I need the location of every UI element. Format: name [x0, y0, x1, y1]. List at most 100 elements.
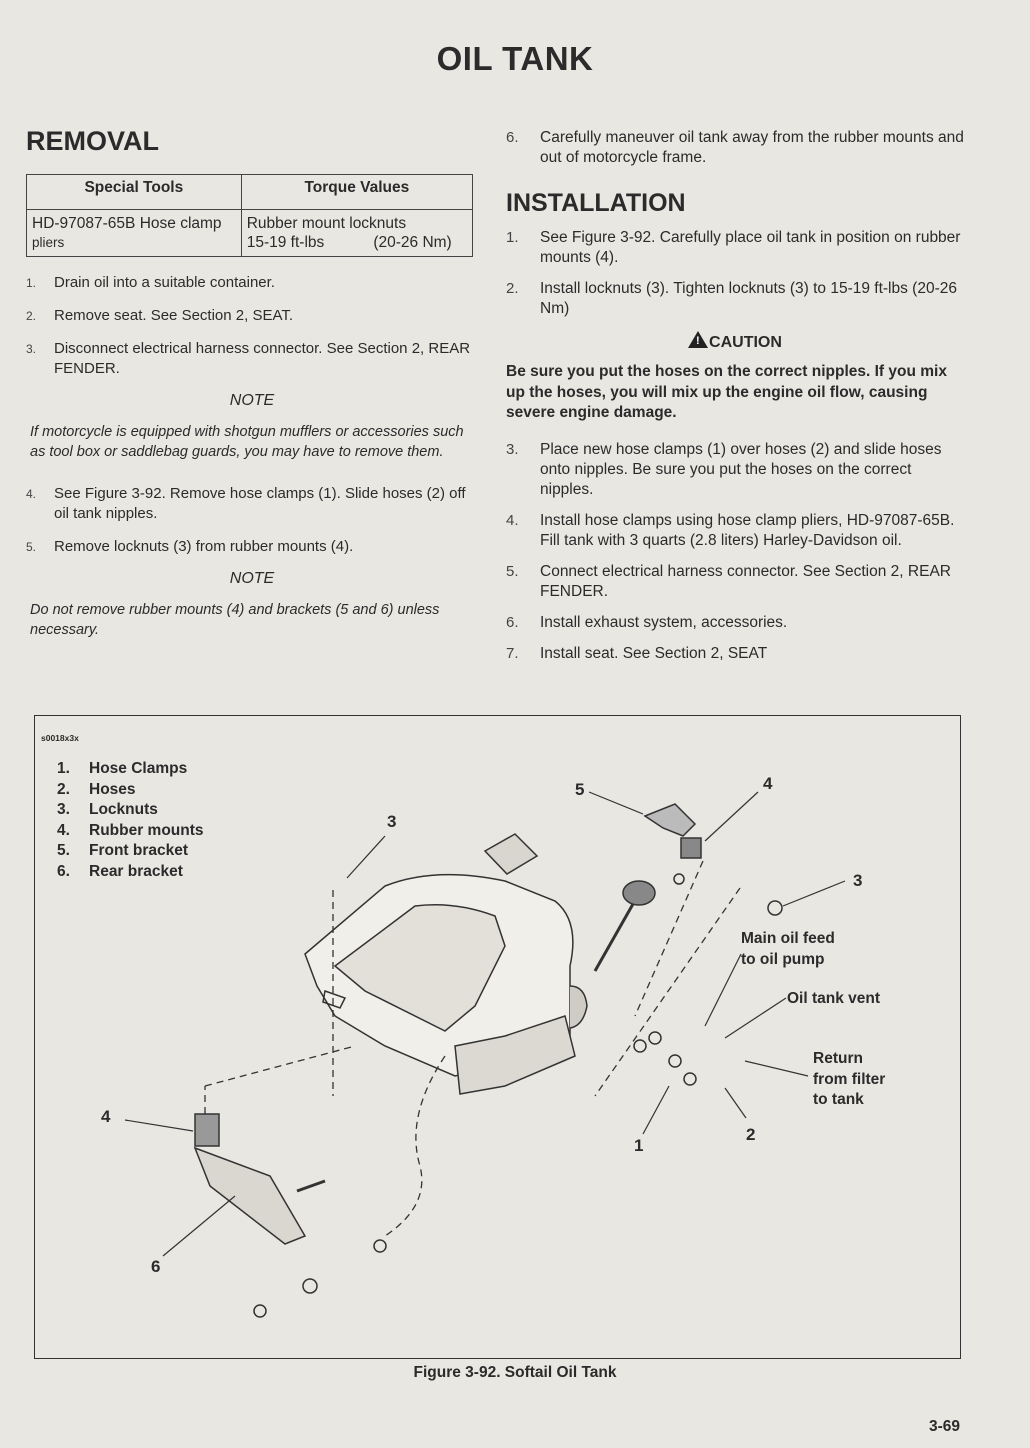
main-oil-feed-line-1: Main oil feed: [741, 930, 835, 947]
legend-item: 5.Front bracket: [57, 842, 204, 863]
installation-steps-b: 3. Place new hose clamps (1) over hoses (…: [506, 440, 964, 664]
note-text: If motorcycle is equipped with shotgun m…: [30, 424, 464, 460]
note-text: Do not remove rubber mounts (4) and brac…: [30, 602, 440, 638]
return-line-3: to tank: [813, 1091, 864, 1108]
step-text: See Figure 3-92. Carefully place oil tan…: [540, 229, 961, 266]
callout-1: 1: [634, 1136, 644, 1155]
legend-number: 5.: [57, 842, 70, 859]
list-item: 3. Disconnect electrical harness connecto…: [26, 339, 478, 379]
legend-item: 4. Rubber mounts: [57, 822, 204, 843]
oil-tank-hose-nipple: [569, 985, 588, 1029]
oil-tank-vent-label: Oil tank vent: [787, 990, 881, 1007]
removal-steps-b: 4. See Figure 3-92. Remove hose clamps (1…: [26, 484, 478, 557]
list-item: 2.Install locknuts (3). Tighten locknuts…: [506, 279, 964, 319]
step-number: 2.: [506, 280, 519, 297]
list-item: 5. Connect electrical harness connector. …: [506, 562, 964, 602]
list-item: 4. See Figure 3-92. Remove hose clamps (1…: [26, 484, 478, 524]
caution-label: CAUTION: [709, 334, 782, 351]
legend-number: 4.: [57, 821, 70, 839]
step-number: 7.: [506, 644, 519, 662]
callout-4-left: 4: [101, 1107, 111, 1126]
legend-label: Rubber mounts: [89, 821, 204, 839]
removal-section: REMOVAL Special Tools Torque Values HD-9…: [26, 120, 478, 662]
callout-6: 6: [151, 1257, 161, 1276]
note-heading: NOTE: [229, 570, 275, 587]
step-number: 2.: [26, 309, 37, 323]
legend-label: Rear bracket: [89, 862, 183, 880]
step-number: 6.: [506, 129, 519, 146]
removal-steps-a: 1.Drain oil into a suitable container. 2…: [26, 273, 478, 379]
step-number: 4.: [506, 511, 519, 529]
dipstick-cap: [622, 880, 656, 906]
table-header-tools: Special Tools: [26, 174, 242, 210]
removal-heading: REMOVAL: [26, 126, 159, 156]
torque-line-1: Rubber mount locknuts: [246, 215, 407, 232]
legend-item: 6. Rear bracket: [57, 863, 204, 884]
torque-values-row: 15-19 ft-lbs (20-26 Nm): [247, 233, 452, 252]
front-bracket: [643, 803, 697, 837]
callout-2: 2: [746, 1125, 756, 1144]
figure-caption: Figure 3-92. Softail Oil Tank: [413, 1364, 617, 1381]
oil-tank-illustration: [124, 791, 846, 1318]
legend-number: 2.: [57, 780, 70, 798]
list-item: 6.Carefully maneuver oil tank away from …: [506, 128, 964, 168]
legend-item: 2. Hoses: [57, 781, 204, 802]
step-number: 3.: [506, 440, 519, 458]
callout-3-left: 3: [387, 812, 397, 831]
step-text: Install exhaust system, accessories.: [540, 613, 788, 631]
oil-tank-front-panel: [454, 1015, 576, 1095]
legend-number: 6.: [57, 862, 70, 880]
step-text: Install seat. See Section 2, SEAT: [540, 644, 768, 662]
dipstick-rod: [593, 903, 635, 972]
hose-clamps: [253, 1031, 697, 1318]
step-text: Install hose clamps using hose clamp pli…: [540, 511, 955, 549]
torque-nm: (20-26 Nm): [373, 234, 452, 251]
legend-label: Locknuts: [89, 801, 158, 818]
step-number: 5.: [506, 562, 519, 580]
rubber-mount-top: [680, 837, 702, 859]
list-item: 1. See Figure 3-92. Carefully place oil t…: [506, 228, 964, 268]
legend-label: Hose Clamps: [89, 760, 188, 777]
gasket-pad: [483, 833, 539, 875]
figure-box: s0018x3x 1. Hose Clamps 2. Hoses 3. Locknut…: [34, 715, 961, 1359]
main-oil-feed-line-2: to oil pump: [741, 950, 825, 968]
special-tools-table: Special Tools Torque Values HD-97087-65B…: [26, 174, 474, 257]
locknut-right: [767, 900, 783, 916]
step-text: Place new hose clamps (1) over hoses (2)…: [540, 440, 942, 498]
torque-ftlbs: 15-19 ft-lbs: [246, 234, 325, 251]
step-number: 3.: [26, 342, 37, 356]
step-text: Remove seat. See Section 2, SEAT.: [54, 307, 294, 324]
step-text: See Figure 3-92. Remove hose clamps (1).…: [54, 485, 466, 522]
callout-3-right: 3: [853, 871, 863, 890]
legend-label: Hoses: [89, 780, 136, 798]
rubber-mount-rear: [194, 1113, 220, 1147]
list-item: 7. Install seat. See Section 2, SEAT: [506, 644, 964, 664]
step-text: Remove locknuts (3) from rubber mounts (…: [54, 538, 354, 555]
removal-step-6: 6.Carefully maneuver oil tank away from …: [506, 128, 964, 168]
oil-tank-inner-wall: [333, 904, 506, 1032]
legend-number: 3.: [57, 801, 70, 818]
step-text: Disconnect electrical harness connector.…: [54, 340, 471, 377]
list-item: 1.Drain oil into a suitable container.: [26, 273, 478, 293]
torque-cell: Rubber mount locknuts 15-19 ft-lbs (20-2…: [240, 209, 474, 257]
step-number: 4.: [26, 487, 37, 501]
main-oil-feed-label: Main oil feed to oil pump: [741, 929, 835, 970]
step-number: 1.: [506, 229, 519, 246]
warning-icon: !: [688, 331, 709, 348]
note-heading: NOTE: [229, 392, 275, 409]
list-item: 5.Remove locknuts (3) from rubber mounts…: [26, 537, 478, 557]
installation-heading: INSTALLATION: [506, 189, 686, 217]
step-text: Connect electrical harness connector. Se…: [540, 562, 951, 600]
return-line-2: from filter: [813, 1070, 886, 1088]
callout-5: 5: [575, 780, 585, 799]
page-title: OIL TANK: [436, 40, 594, 77]
list-item: 6.Install exhaust system, accessories.: [506, 613, 964, 633]
figure-code: s0018x3x: [41, 733, 79, 743]
list-item: 4. Install hose clamps using hose clamp p…: [506, 511, 964, 551]
tool-cell: HD-97087-65B Hose clamp pliers: [26, 209, 242, 257]
legend-number: 1.: [57, 760, 70, 777]
list-item: 3. Place new hose clamps (1) over hoses (…: [506, 440, 964, 500]
locknut-top: [673, 873, 685, 885]
legend-item: 1. Hose Clamps: [57, 760, 204, 781]
return-line-1: Return: [813, 1050, 863, 1067]
